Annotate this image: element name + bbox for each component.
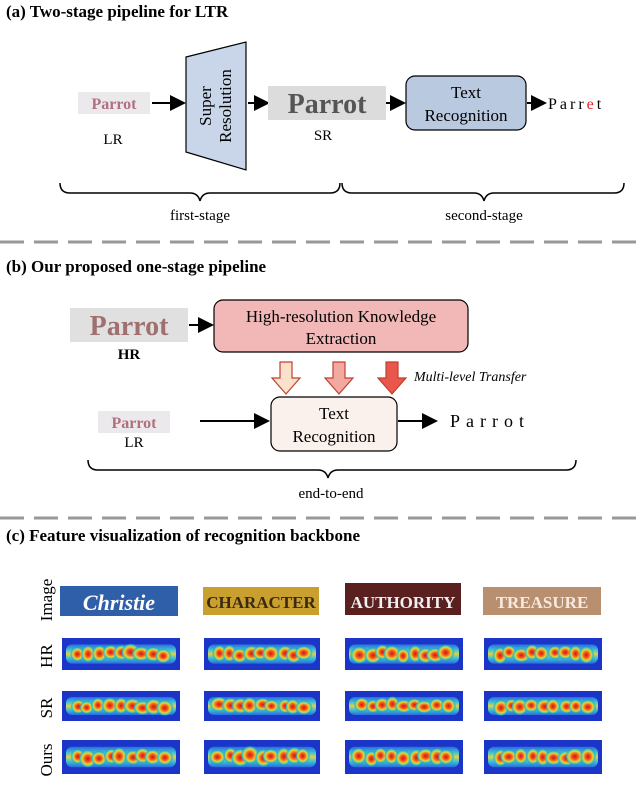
heatmap-hotspot bbox=[533, 645, 549, 662]
heatmap-hotspot bbox=[154, 648, 172, 664]
section-b-title: (b) Our proposed one-stage pipeline bbox=[6, 257, 267, 276]
heatmap-hotspot bbox=[353, 697, 370, 713]
transfer-label: Multi-level Transfer bbox=[413, 370, 527, 385]
row-label-ours: Ours bbox=[37, 743, 56, 776]
output-a: Parret bbox=[548, 96, 604, 113]
hr-image bbox=[70, 308, 188, 342]
heatmap-hotspot bbox=[428, 698, 445, 713]
heatmap-hotspot bbox=[90, 750, 108, 767]
lr-image-a-text: Parrot bbox=[91, 96, 137, 113]
row-label-image: Image bbox=[37, 579, 56, 621]
second-stage-brace bbox=[341, 182, 625, 202]
output-b: Parrot bbox=[450, 411, 530, 431]
lr-label-a: LR bbox=[103, 132, 122, 148]
heatmap-hotspot bbox=[241, 696, 258, 715]
sample-image-3-text: AUTHORITY bbox=[351, 593, 456, 612]
heatmap-hotspot bbox=[373, 747, 388, 764]
heatmap-hotspot bbox=[396, 648, 411, 664]
heatmap-hotspot bbox=[579, 747, 597, 766]
recog-a-line2: Recognition bbox=[424, 106, 508, 125]
sample-image-2 bbox=[203, 587, 319, 615]
sample-image-1-text: Christie bbox=[83, 590, 155, 615]
heatmap-hotspot bbox=[437, 749, 455, 765]
transfer-arrow-1 bbox=[270, 361, 302, 395]
first-stage-brace bbox=[59, 182, 341, 202]
sr-module-line1: Super bbox=[196, 86, 215, 126]
heatmap-hotspot bbox=[261, 645, 280, 662]
row-label-sr: SR bbox=[37, 697, 56, 718]
row-label-hr: HR bbox=[37, 644, 56, 668]
heatmap-hotspot bbox=[295, 747, 311, 765]
heatmap-hotspot bbox=[70, 646, 85, 662]
knowledge-extraction-box bbox=[213, 299, 469, 353]
sample-image-2-text: CHARACTER bbox=[206, 593, 316, 612]
heatmap-hotspot bbox=[80, 645, 96, 663]
text-recognition-b bbox=[270, 396, 398, 452]
heatmap-hotspot bbox=[436, 644, 455, 662]
sample-image-1 bbox=[60, 586, 178, 616]
output-a-prefix: Parr bbox=[548, 96, 587, 113]
knowledge-line2: Extraction bbox=[306, 329, 377, 348]
heatmap-hotspot bbox=[240, 745, 260, 765]
heatmap-hotspot bbox=[568, 698, 584, 714]
heatmap-hotspot bbox=[578, 646, 595, 664]
feature-heatmaps bbox=[62, 638, 602, 774]
lr-label-b: LR bbox=[124, 435, 143, 451]
heatmap-hotspot bbox=[545, 698, 561, 715]
row-labels: Image HR SR Ours bbox=[37, 579, 56, 777]
sr-image bbox=[268, 86, 386, 120]
recog-b-line1: Text bbox=[319, 404, 349, 423]
second-stage-label: second-stage bbox=[445, 208, 523, 224]
hr-image-text: Parrot bbox=[90, 311, 169, 342]
heatmap-hotspot bbox=[394, 749, 412, 767]
heatmap-hotspot bbox=[295, 700, 313, 716]
recog-a-line1: Text bbox=[451, 83, 481, 102]
section-c-title: (c) Feature visualization of recognition… bbox=[6, 526, 360, 545]
lr-image-b-text: Parrot bbox=[111, 415, 157, 432]
sr-module-line2: Resolution bbox=[216, 69, 235, 143]
heatmap-hotspot bbox=[350, 747, 368, 765]
lr-image-b bbox=[98, 411, 170, 433]
heatmap-hotspot bbox=[513, 747, 528, 765]
knowledge-line1: High-resolution Knowledge bbox=[246, 307, 436, 326]
output-a-error: e bbox=[587, 96, 597, 113]
heatmap-hotspot bbox=[111, 746, 128, 766]
heatmap-hotspot bbox=[523, 698, 540, 713]
sample-image-3 bbox=[345, 583, 461, 615]
heatmap-hotspot bbox=[499, 749, 519, 765]
heatmap-hotspot bbox=[349, 646, 370, 665]
recog-b-line2: Recognition bbox=[292, 427, 376, 446]
end-to-end-brace bbox=[87, 459, 577, 479]
heatmap-hotspot bbox=[263, 699, 280, 713]
output-a-suffix: t bbox=[597, 96, 604, 113]
sr-image-text: Parrot bbox=[288, 89, 367, 120]
first-stage-label: first-stage bbox=[170, 208, 230, 224]
heatmap-hotspot bbox=[579, 699, 597, 715]
heatmap-hotspot bbox=[208, 749, 226, 765]
heatmap-hotspot bbox=[143, 749, 162, 765]
sample-image-4-text: TREASURE bbox=[496, 593, 589, 612]
heatmap-hotspot bbox=[101, 697, 119, 714]
heatmap-hotspot bbox=[156, 749, 174, 766]
heatmap-hotspot bbox=[565, 747, 585, 766]
lr-image-a bbox=[78, 92, 150, 114]
transfer-arrow-3 bbox=[376, 361, 408, 395]
sample-image-4 bbox=[483, 587, 601, 615]
transfer-arrow-2 bbox=[323, 361, 355, 395]
heatmap-hotspot bbox=[440, 698, 457, 714]
heatmap-hotspot bbox=[155, 699, 174, 717]
text-recognition-a bbox=[405, 75, 527, 131]
end-to-end-label: end-to-end bbox=[299, 486, 364, 502]
sr-label: SR bbox=[314, 128, 332, 144]
heatmap-hotspot bbox=[294, 645, 313, 661]
super-resolution-module bbox=[185, 41, 247, 171]
hr-label: HR bbox=[118, 347, 141, 363]
section-a-title: (a) Two-stage pipeline for LTR bbox=[6, 2, 229, 21]
heatmap-hotspot bbox=[261, 748, 280, 764]
heatmap-hotspot bbox=[79, 700, 94, 715]
heatmap-hotspot bbox=[90, 697, 106, 714]
